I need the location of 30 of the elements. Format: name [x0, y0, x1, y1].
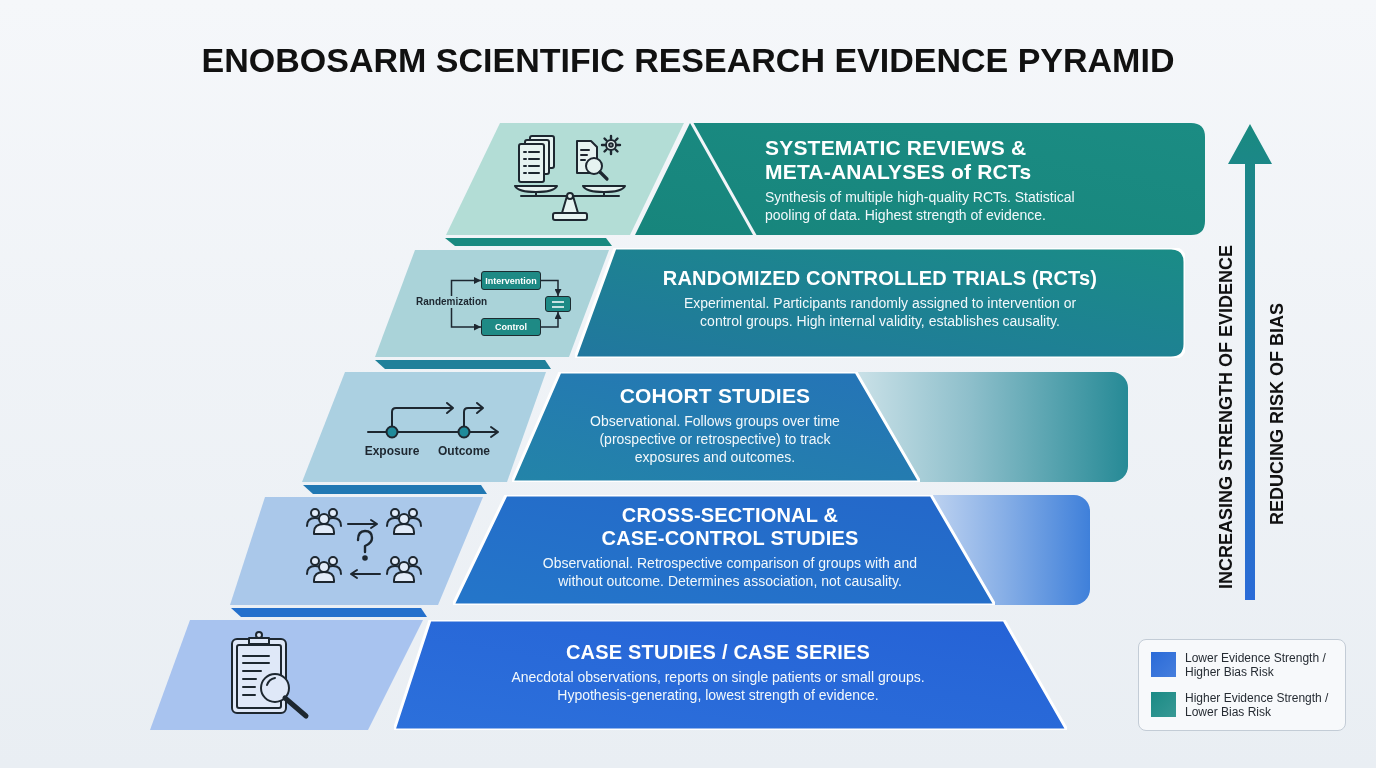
pyramid-tier [512, 372, 1128, 482]
tier-description: Observational. Follows groups over time (prospective or retrospective) to track exposures and outcomes. [589, 412, 841, 466]
pyramid-tier [575, 248, 1185, 358]
tier-heading: COHORT STUDIES [619, 384, 811, 408]
arrow-caption: INCREASING STRENGTH OF EVIDENCE [1215, 245, 1237, 589]
legend-label: Higher Evidence Strength / Lower Bias Risk [1185, 691, 1330, 719]
tier-description: Experimental. Participants randomly assigned to intervention or control groups. High internal validity, establishes causality. [682, 294, 1078, 330]
tier-heading: CROSS-SECTIONAL & CASE-CONTROL STUDIES [600, 504, 860, 550]
timeline-label: Outcome [438, 444, 490, 458]
tier-description: Synthesis of multiple high-quality RCTs. Statistical pooling of data. Highest strength of evidence. [765, 188, 1076, 224]
connector-arrow [450, 277, 482, 297]
connector-arrow [450, 307, 482, 331]
tier-description: Observational. Retrospective comparison of groups with and without outcome. Determines association, not causality. [541, 554, 919, 590]
page-title: ENOBOSARM SCIENTIFIC RESEARCH EVIDENCE PYRAMID [201, 40, 1175, 80]
flow-label: Randemization [416, 296, 488, 308]
pyramid-tier [453, 495, 1090, 605]
tier-heading: CASE STUDIES / CASE SERIES [565, 640, 871, 664]
arrow-caption: REDUCING RISK OF BIAS [1266, 303, 1288, 525]
tier-description: Anecdotal observations, reports on single patients or small groups. Hypothesis-generating, lowest strength of evidence. [510, 668, 926, 704]
legend-label: Lower Evidence Strength / Higher Bias Risk [1185, 651, 1327, 679]
connector-arrow [540, 279, 562, 297]
process-box: Control [481, 318, 541, 336]
process-box: Intervention [481, 271, 541, 290]
timeline-label: Exposure [364, 444, 420, 458]
equals-box [545, 296, 571, 312]
pyramid-tier [394, 620, 1067, 730]
tier-heading: SYSTEMATIC REVIEWS & META-ANALYSES of RCTs [765, 136, 1033, 184]
pyramid-tier [635, 123, 1205, 235]
tier-heading: RANDOMIZED CONTROLLED TRIALS (RCTs) [662, 266, 1098, 290]
connector-arrow [540, 311, 562, 328]
